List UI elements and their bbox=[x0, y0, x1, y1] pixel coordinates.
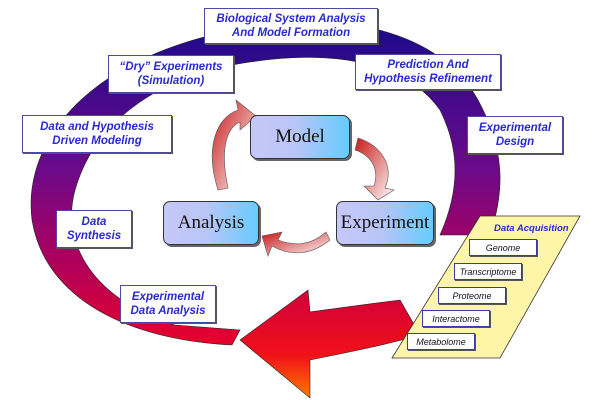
acq-item-interactome: Interactome bbox=[422, 310, 490, 327]
big-return-arrow bbox=[239, 289, 421, 399]
inner-arrow-model-to-experiment bbox=[354, 137, 395, 201]
acq-item-transcriptome: Transcriptome bbox=[454, 263, 522, 280]
node-model: Model bbox=[250, 115, 350, 159]
label-data-hypothesis-modeling: Data and Hypothesis Driven Modeling bbox=[22, 115, 172, 153]
data-acquisition-title: Data Acquisition bbox=[494, 223, 569, 234]
node-experiment: Experiment bbox=[336, 201, 434, 245]
inner-arrow-experiment-to-analysis bbox=[261, 231, 331, 257]
acq-item-genome: Genome bbox=[469, 239, 537, 256]
label-bio-system-analysis: Biological System Analysis And Model For… bbox=[204, 8, 378, 44]
label-dry-experiments: “Dry” Experiments (Simulation) bbox=[108, 55, 234, 93]
node-analysis: Analysis bbox=[163, 201, 259, 245]
label-experimental-data-analysis: Experimental Data Analysis bbox=[120, 285, 216, 323]
label-data-synthesis: Data Synthesis bbox=[56, 210, 132, 248]
acq-item-metabolome: Metabolome bbox=[407, 333, 475, 350]
label-prediction-refinement: Prediction And Hypothesis Refinement bbox=[355, 54, 501, 90]
acq-item-proteome: Proteome bbox=[438, 287, 506, 304]
label-experimental-design: Experimental Design bbox=[467, 116, 563, 154]
